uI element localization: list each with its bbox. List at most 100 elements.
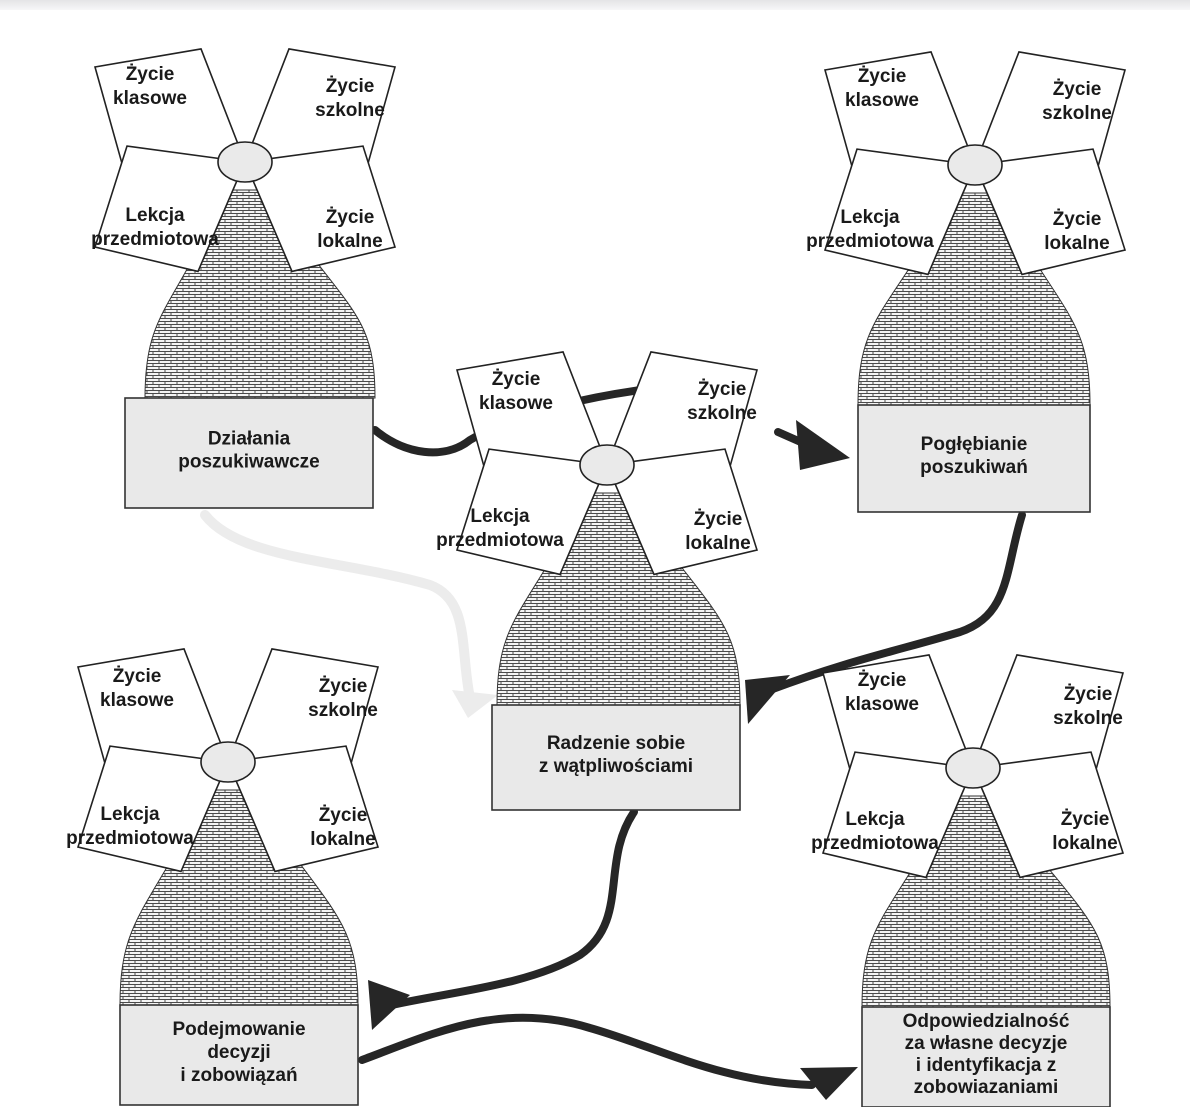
windmill-hub	[579, 444, 635, 486]
sail-label-top-left-line: klasowe	[113, 88, 187, 109]
sail-label-bottom-left: Lekcja przedmiotowa	[811, 809, 939, 854]
stage-box	[124, 397, 374, 509]
sail-label-top-right-line: szkolne	[1042, 103, 1112, 124]
sail-label-top-left-line: klasowe	[845, 694, 919, 715]
stage-box	[861, 1006, 1111, 1107]
sail-label-bottom-left-line: Lekcja	[845, 809, 905, 830]
stage-box	[857, 404, 1091, 513]
sail-label-bottom-left-line: Lekcja	[125, 205, 185, 226]
sail-label-bottom-left-line: przedmiotowa	[806, 231, 934, 252]
sail-label-top-right-line: Życie	[1053, 79, 1102, 100]
sail-label-bottom-right-line: lokalne	[1044, 233, 1109, 254]
stage-label-line: za własne decyzje	[905, 1033, 1068, 1054]
sail-label-bottom-right-line: lokalne	[1052, 833, 1117, 854]
sail-label-bottom-right-line: Życie	[1061, 809, 1110, 830]
sail-bottom-right	[973, 148, 1127, 276]
sail-label-top-right: Życie szkolne	[1042, 79, 1112, 124]
sail-bottom-left	[455, 448, 609, 576]
sail-label-bottom-left-line: Lekcja	[100, 804, 160, 825]
stage-label-line: Pogłębianie	[921, 434, 1028, 455]
windmill-hub	[200, 741, 256, 783]
stage-label-line: poszukiwawcze	[178, 452, 320, 473]
arrow-head-3-to-4	[368, 980, 410, 1030]
sail-bottom-right	[226, 745, 380, 873]
sail-label-top-right-line: Życie	[1064, 684, 1113, 705]
arrow-light-head	[452, 690, 498, 718]
sail-label-bottom-left-line: Lekcja	[470, 506, 530, 527]
sail-label-top-left: Życie klasowe	[845, 670, 919, 715]
sail-label-bottom-right-line: lokalne	[685, 533, 750, 554]
arrow-head-4-to-5	[800, 1067, 858, 1100]
sail-label-top-right-line: szkolne	[308, 700, 378, 721]
sail-label-bottom-right-line: lokalne	[310, 829, 375, 850]
sail-label-bottom-left-line: przedmiotowa	[811, 833, 939, 854]
sail-label-bottom-right: Życie lokalne	[317, 207, 382, 252]
sail-label-top-right-line: szkolne	[1053, 708, 1123, 729]
stage-label-line: i zobowiązań	[180, 1065, 297, 1086]
stage-label-line: Podejmowanie	[172, 1019, 305, 1040]
flow-arrows	[200, 384, 1026, 1100]
top-bar	[0, 0, 1190, 10]
stage-label-line: z wątpliwościami	[539, 756, 693, 777]
sail-label-top-left-line: Życie	[858, 670, 907, 691]
sail-label-top-left-line: Życie	[113, 666, 162, 687]
sail-label-top-right-line: Życie	[698, 379, 747, 400]
sail-label-top-right: Życie szkolne	[687, 379, 757, 424]
windmill-hub	[945, 747, 1001, 789]
sail-bottom-left	[821, 751, 975, 879]
arrow-3-to-4	[388, 808, 638, 1009]
sail-label-bottom-left: Lekcja przedmiotowa	[66, 804, 194, 849]
sail-bottom-left	[823, 148, 977, 276]
sail-label-top-right: Życie szkolne	[1053, 684, 1123, 729]
sail-bottom-right	[605, 448, 759, 576]
stage-box	[119, 1004, 359, 1106]
sail-label-top-left-line: Życie	[858, 66, 907, 87]
stage-label-line: poszukiwań	[920, 457, 1028, 478]
arrow-4-to-5	[358, 1013, 816, 1089]
arrow-head-1-to-2	[796, 420, 850, 470]
sail-label-top-right-line: Życie	[326, 76, 375, 97]
sail-label-top-left-line: Życie	[126, 64, 175, 85]
arrow-2-to-3	[766, 511, 1026, 694]
sail-label-top-right-line: szkolne	[687, 403, 757, 424]
sail-label-bottom-right: Życie lokalne	[1052, 809, 1117, 854]
windmill-hub	[947, 144, 1003, 186]
sail-label-top-left-line: klasowe	[479, 393, 553, 414]
stage-label-line: zobowiazaniami	[914, 1077, 1059, 1098]
sail-bottom-right	[243, 145, 397, 273]
stage-label-line: i identyfikacja z	[916, 1055, 1056, 1076]
sail-label-bottom-left: Lekcja przedmiotowa	[806, 207, 934, 252]
sail-label-top-right: Życie szkolne	[308, 676, 378, 721]
sail-label-bottom-left-line: Lekcja	[840, 207, 900, 228]
sail-label-bottom-left-line: przedmiotowa	[66, 828, 194, 849]
sail-label-bottom-right-line: Życie	[326, 207, 375, 228]
sail-label-top-left: Życie klasowe	[113, 64, 187, 109]
sail-label-bottom-left-line: przedmiotowa	[436, 530, 564, 551]
arrow-head-2-to-3	[745, 675, 790, 724]
sail-label-top-right-line: Życie	[319, 676, 368, 697]
sail-bottom-left	[76, 745, 230, 873]
stage-label-line: Działania	[208, 429, 291, 450]
sail-label-bottom-left: Lekcja przedmiotowa	[436, 506, 564, 551]
stage-label-line: Odpowiedzialność	[903, 1011, 1070, 1032]
sail-bottom-right	[971, 751, 1125, 879]
sail-label-bottom-right-line: lokalne	[317, 231, 382, 252]
